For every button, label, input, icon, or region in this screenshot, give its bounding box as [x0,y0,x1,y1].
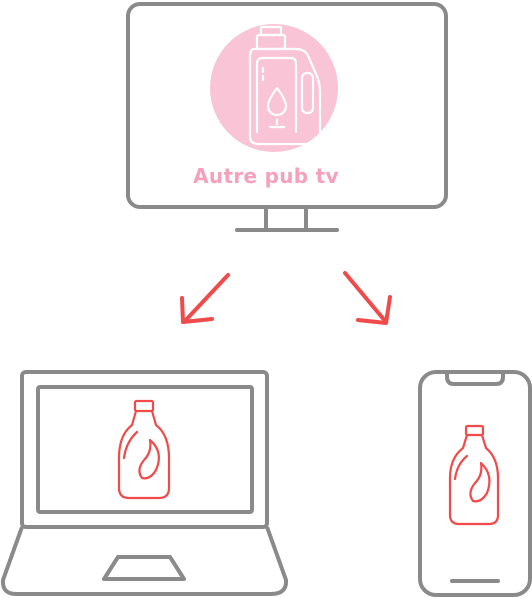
tv-product-circle [210,24,338,152]
detergent-jug-icon [248,25,322,146]
arrow-down-right-icon [343,271,392,325]
detergent-bottle-icon [448,424,500,526]
arrow-down-left-icon [180,273,230,324]
tv-monitor-icon [126,2,448,232]
detergent-bottle-icon [117,399,171,500]
laptop-icon [0,370,289,596]
smartphone-icon [418,370,532,597]
tv-caption: Autre pub tv [193,164,339,188]
